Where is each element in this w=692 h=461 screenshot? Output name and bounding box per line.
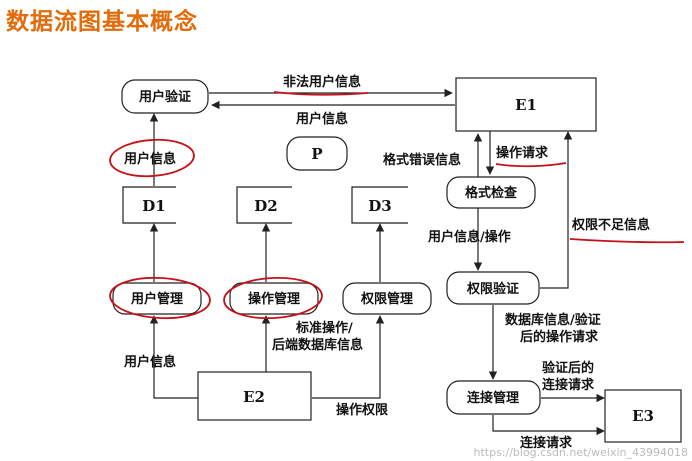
label-conn-request: 连接请求	[520, 435, 573, 451]
svg-text:用户验证: 用户验证	[138, 89, 191, 105]
entity-e1: E1	[455, 77, 597, 132]
label-std-op-line2: 后端数据库信息	[272, 337, 363, 353]
process-perm-verify: 权限验证	[446, 271, 540, 305]
svg-text:用户管理: 用户管理	[130, 291, 183, 307]
svg-text:D1: D1	[142, 197, 165, 215]
process-format-check: 格式检查	[446, 176, 536, 209]
label-db-info-line2: 后的操作请求	[520, 329, 599, 345]
label-db-info-line1: 数据库信息/验证	[505, 312, 601, 328]
label-verified-line1: 验证后的	[542, 360, 594, 376]
process-user-verify: 用户验证	[121, 79, 209, 114]
svg-text:P: P	[311, 145, 322, 163]
datastore-d3: D3	[351, 186, 408, 224]
annotation-underline-illegal-user-info	[273, 91, 369, 96]
label-op-request: 操作请求	[496, 145, 549, 161]
process-user-mgmt: 用户管理	[112, 282, 202, 315]
label-illegal-user-info: 非法用户信息	[283, 74, 361, 90]
svg-text:权限验证: 权限验证	[466, 281, 519, 297]
entity-e2: E2	[197, 371, 312, 421]
annotation-underline-op-request	[495, 162, 567, 168]
edge-conn-request	[492, 415, 605, 436]
annotation-circle-user-info	[109, 138, 195, 178]
label-user-info-top: 用户信息	[295, 111, 348, 127]
annotation-circle-user-mgmt	[109, 276, 211, 320]
entity-e3: E3	[604, 389, 682, 443]
svg-text:E2: E2	[243, 388, 265, 406]
edge-insufficient-perm	[540, 131, 573, 289]
label-insufficient-perm: 权限不足信息	[571, 217, 650, 233]
annotation-circle-op-mgmt	[223, 276, 323, 320]
svg-text:权限管理: 权限管理	[360, 291, 413, 307]
svg-text:连接管理: 连接管理	[467, 390, 519, 406]
annotation-underline-insufficient-perm	[569, 238, 685, 244]
svg-text:E3: E3	[632, 407, 654, 425]
label-format-error-info: 格式错误信息	[383, 152, 461, 168]
label-std-op-line1: 标准操作/	[295, 320, 353, 336]
process-op-mgmt: 操作管理	[229, 282, 319, 315]
edge-e2-to-permmgmt	[312, 315, 385, 399]
label-user-info-bottom: 用户信息	[123, 354, 176, 370]
svg-text:格式检查: 格式检查	[465, 185, 518, 201]
process-perm-mgmt: 权限管理	[342, 282, 432, 315]
process-conn-mgmt: 连接管理	[446, 380, 541, 415]
svg-text:D3: D3	[368, 197, 391, 215]
edge-e2-to-usermgmt	[149, 315, 198, 399]
svg-text:D2: D2	[254, 197, 277, 215]
label-user-info-left: 用户信息	[123, 151, 176, 167]
datastore-d1: D1	[122, 186, 176, 224]
watermark: https://blog.csdn.net/weixin_43994018	[473, 446, 688, 459]
process-p: P	[286, 136, 348, 171]
page-title: 数据流图基本概念	[6, 8, 198, 35]
label-user-info-op: 用户信息/操作	[427, 229, 511, 245]
svg-text:E1: E1	[515, 96, 537, 114]
label-op-perm: 操作权限	[336, 402, 389, 418]
label-verified-line2: 连接请求	[542, 377, 595, 393]
datastore-d2: D2	[236, 186, 292, 224]
svg-text:操作管理: 操作管理	[248, 291, 300, 307]
